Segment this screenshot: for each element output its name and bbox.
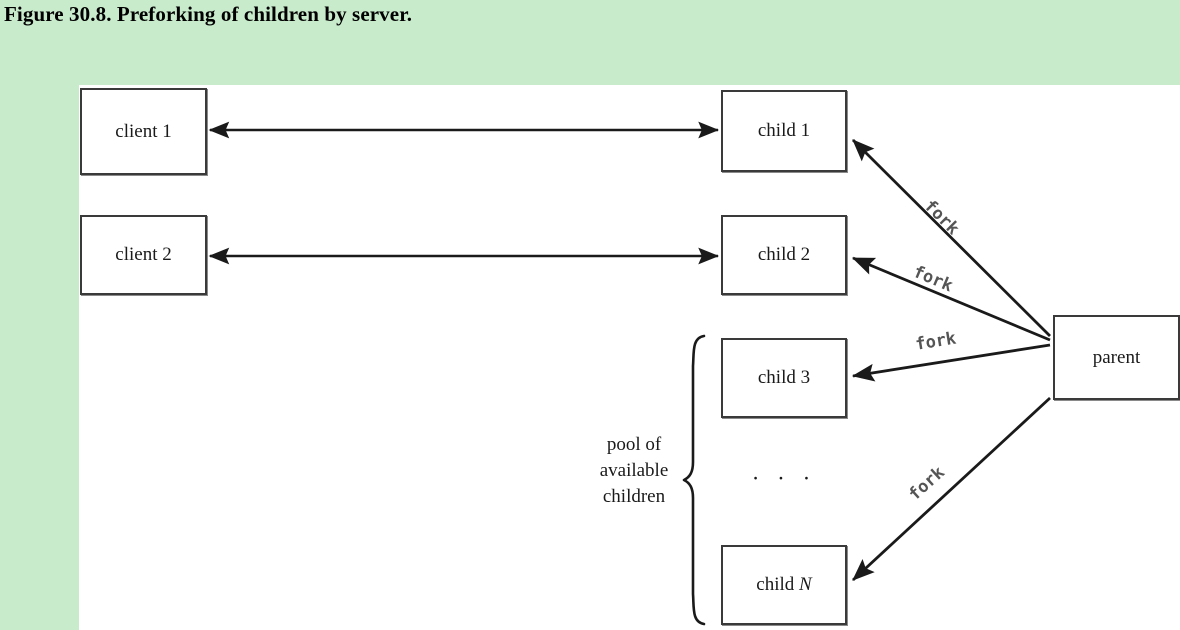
connector-parent-childN xyxy=(852,396,1051,582)
pool-brace xyxy=(682,334,706,626)
fork-label-child-2: fork xyxy=(910,262,956,297)
pool-caption-line-2: available xyxy=(599,460,669,481)
fork-label-child-1: fork xyxy=(919,196,963,240)
fork-label-child-3: fork xyxy=(914,328,958,355)
node-child-2[interactable]: child 2 xyxy=(721,215,847,295)
pool-caption: pool of available children xyxy=(585,432,683,510)
node-label-child-2: child 2 xyxy=(757,244,811,265)
connector-parent-child2 xyxy=(851,256,1051,342)
connector-parent-child3 xyxy=(851,343,1051,382)
node-child-1[interactable]: child 1 xyxy=(721,90,847,172)
node-child-n[interactable]: child N xyxy=(721,545,847,625)
pool-caption-line-3: children xyxy=(602,486,666,507)
node-label-child-n: child N xyxy=(756,574,811,596)
pool-caption-line-1: pool of xyxy=(606,434,662,455)
node-label-child-3: child 3 xyxy=(757,367,811,388)
node-client-1[interactable]: client 1 xyxy=(80,88,207,175)
node-label-child-1: child 1 xyxy=(757,120,811,141)
node-label-parent: parent xyxy=(1092,346,1141,368)
node-parent[interactable]: parent xyxy=(1053,315,1180,400)
background-band-left xyxy=(0,85,79,630)
node-label-child-n-prefix: child xyxy=(756,574,800,595)
children-ellipsis: · · · xyxy=(751,466,817,491)
background-band-top xyxy=(0,0,1180,85)
node-label-client-1: client 1 xyxy=(115,120,172,142)
node-label-client-2: client 2 xyxy=(115,244,172,265)
node-child-3[interactable]: child 3 xyxy=(721,338,847,418)
figure-caption: Figure 30.8. Preforking of children by s… xyxy=(4,2,413,26)
node-client-2[interactable]: client 2 xyxy=(80,215,207,295)
node-label-child-n-index: N xyxy=(799,574,812,595)
fork-label-child-n: fork xyxy=(905,462,949,505)
connector-parent-child1 xyxy=(852,139,1051,337)
